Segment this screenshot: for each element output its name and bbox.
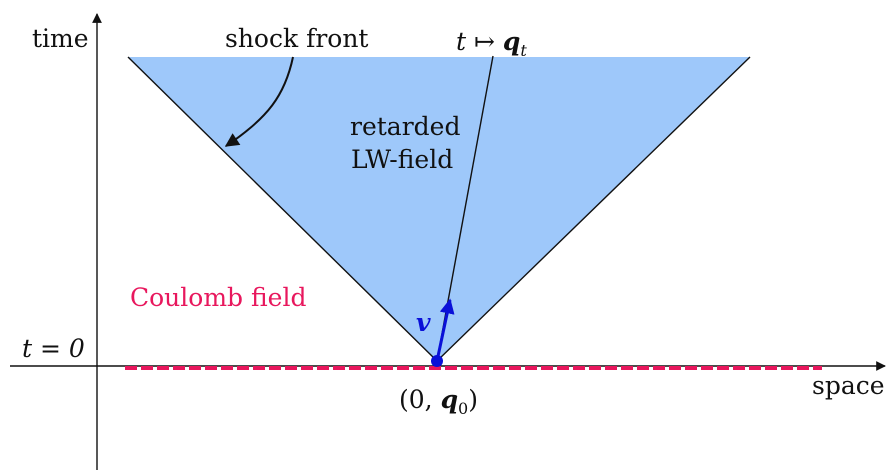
velocity-label: v (416, 308, 431, 337)
trajectory-symbol: q (503, 27, 520, 56)
trajectory-subscript: t (520, 41, 527, 60)
trajectory-prefix: t ↦ (456, 27, 503, 56)
shock-front-left-edge (127, 56, 438, 362)
origin-point (431, 355, 443, 367)
time-axis-label: time (32, 24, 89, 53)
origin-symbol: q (441, 385, 458, 414)
coulomb-field-label: Coulomb field (130, 283, 306, 312)
origin-prefix: (0, (399, 385, 441, 414)
t-zero-label: t = 0 (22, 334, 85, 363)
space-axis-label: space (812, 371, 885, 400)
origin-label: (0, q0) (399, 385, 478, 418)
origin-subscript: 0 (458, 399, 468, 418)
trajectory-label: t ↦ qt (456, 27, 527, 60)
light-cone-region (128, 57, 750, 361)
retarded-label-line2: LW-field (351, 145, 453, 174)
velocity-arrow (435, 298, 455, 362)
shock-front-label: shock front (225, 24, 368, 53)
shock-front-pointer-arrow (224, 56, 294, 147)
retarded-label-line1: retarded (350, 112, 460, 141)
shock-front-right-edge (436, 56, 751, 362)
origin-suffix: ) (468, 385, 478, 414)
